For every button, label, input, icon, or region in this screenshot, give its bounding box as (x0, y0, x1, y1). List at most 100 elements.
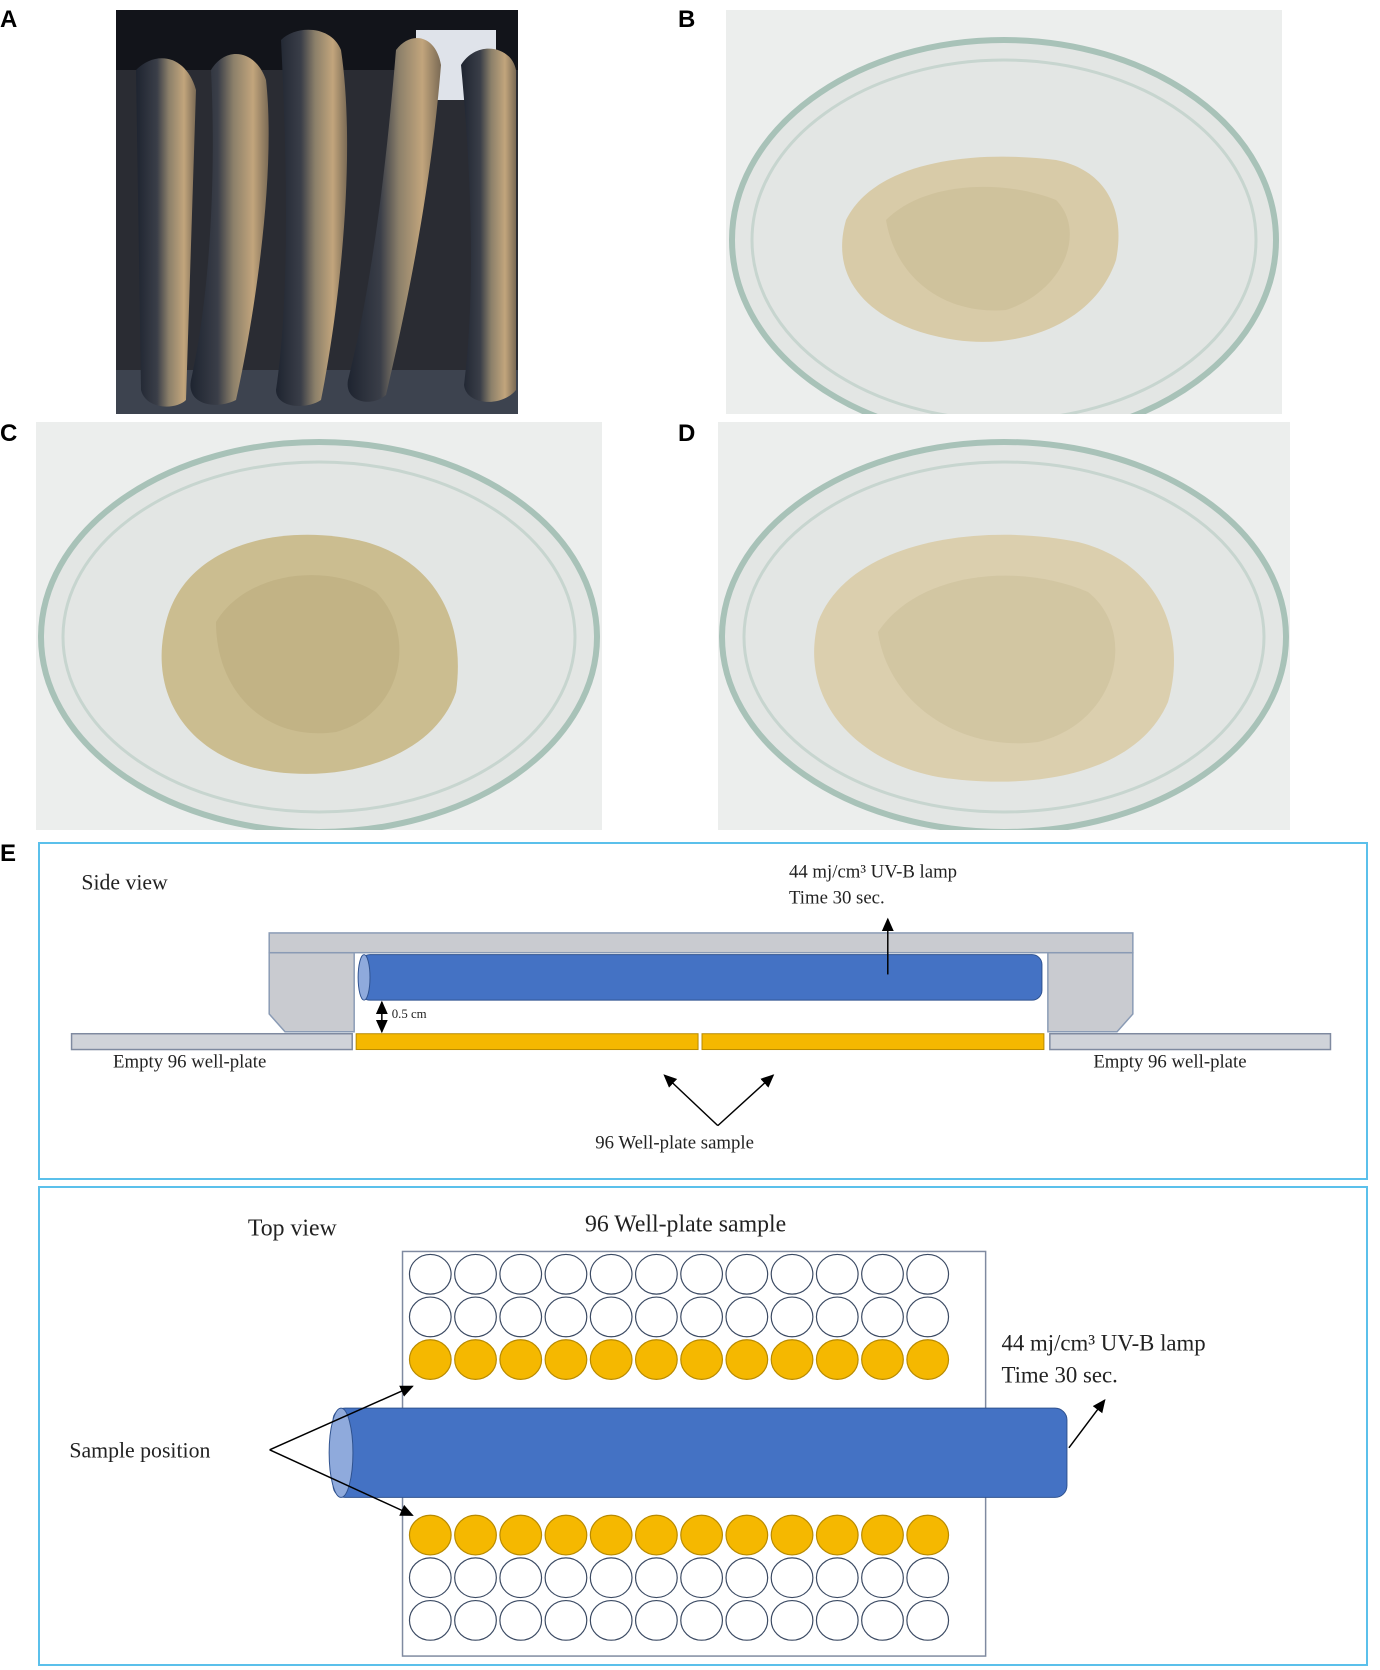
empty-well (589, 1253, 633, 1295)
empty-well (906, 1599, 950, 1641)
sample-well (680, 1514, 724, 1556)
empty-well (725, 1253, 769, 1295)
sample-well (815, 1514, 859, 1556)
uv-lamp-side (359, 954, 1043, 1001)
sample-well (454, 1514, 497, 1556)
empty-well (906, 1296, 950, 1338)
sample-arrow-right (717, 1074, 775, 1127)
empty-well (725, 1296, 769, 1338)
empty-plate-right-label: Empty 96 well-plate (1093, 1051, 1246, 1072)
empty-well (725, 1599, 769, 1641)
sample-well (906, 1514, 950, 1556)
sample-well (861, 1514, 904, 1556)
uv-lamp-top-end (328, 1407, 354, 1498)
sample-well (544, 1514, 588, 1556)
empty-well (861, 1557, 904, 1599)
powder-dish-photo-c (36, 422, 602, 830)
sample-well (454, 1339, 497, 1380)
empty-well (861, 1253, 904, 1295)
empty-plate-left-label: Empty 96 well-plate (113, 1051, 266, 1072)
sample-well (680, 1339, 724, 1380)
sample-well (499, 1514, 543, 1556)
empty-well (454, 1253, 497, 1295)
sample-well (408, 1339, 452, 1380)
empty-well (589, 1599, 633, 1641)
empty-well (680, 1557, 724, 1599)
empty-well (906, 1557, 950, 1599)
sample-well (906, 1339, 950, 1380)
well-grid (408, 1253, 950, 1641)
top-lamp-label-line2: Time 30 sec. (1001, 1362, 1117, 1387)
empty-well (634, 1557, 678, 1599)
sample-well (725, 1514, 769, 1556)
empty-well (680, 1296, 724, 1338)
side-view-title: Side view (81, 870, 168, 894)
sample-well (499, 1339, 543, 1380)
sample-well (634, 1514, 678, 1556)
side-lamp-label-line2: Time 30 sec. (789, 887, 885, 908)
panel-label-e: E (0, 840, 17, 867)
side-view-diagram: Side view 44 mj/cm³ UV-B lamp Time 30 se… (38, 842, 1368, 1180)
empty-well (861, 1599, 904, 1641)
lamp-housing-right-leg (1047, 951, 1134, 1033)
empty-well (589, 1296, 633, 1338)
sample-well (815, 1339, 859, 1380)
sample-well (861, 1339, 904, 1380)
sample-position-arrow-upper (269, 1385, 414, 1451)
empty-well (725, 1557, 769, 1599)
empty-well (634, 1253, 678, 1295)
side-lamp-label-line1: 44 mj/cm³ UV-B lamp (789, 862, 957, 883)
empty-well (408, 1557, 452, 1599)
top-lamp-label-line1: 44 mj/cm³ UV-B lamp (1001, 1331, 1205, 1356)
empty-well (408, 1253, 452, 1295)
empty-well (906, 1253, 950, 1295)
empty-well (408, 1599, 452, 1641)
empty-well (408, 1296, 452, 1338)
empty-well (544, 1253, 588, 1295)
panel-label-a: A (0, 6, 18, 33)
empty-well (454, 1557, 497, 1599)
top-view-title: Top view (248, 1216, 338, 1242)
empty-well (861, 1296, 904, 1338)
powder-dish-photo-d (718, 422, 1290, 830)
lamp-housing-top (268, 932, 1134, 954)
panel-label-b: B (678, 6, 696, 33)
sample-well (634, 1339, 678, 1380)
empty-well (454, 1599, 497, 1641)
empty-well (544, 1557, 588, 1599)
empty-well (499, 1296, 543, 1338)
empty-well (589, 1557, 633, 1599)
lamp-housing-left-leg (268, 951, 355, 1033)
empty-plate-left (70, 1032, 353, 1051)
empty-well (770, 1557, 814, 1599)
sample-position-label: Sample position (69, 1439, 210, 1463)
empty-well (634, 1599, 678, 1641)
sample-plate-left (355, 1033, 699, 1051)
empty-well (499, 1253, 543, 1295)
empty-well (770, 1253, 814, 1295)
sample-arrow-left (663, 1074, 719, 1127)
sample-well (770, 1339, 814, 1380)
top-lamp-label-arrow (1068, 1399, 1106, 1449)
sample-well (408, 1514, 452, 1556)
uv-lamp-top (332, 1407, 1068, 1498)
empty-well (815, 1296, 859, 1338)
empty-well (454, 1296, 497, 1338)
sea-cucumber-photo (116, 10, 518, 414)
empty-well (770, 1599, 814, 1641)
empty-well (544, 1296, 588, 1338)
empty-well (680, 1253, 724, 1295)
powder-dish-photo-b (726, 10, 1282, 414)
empty-well (680, 1599, 724, 1641)
sample-well (725, 1339, 769, 1380)
empty-well (634, 1296, 678, 1338)
empty-well (815, 1253, 859, 1295)
uv-lamp-side-end (357, 954, 371, 1001)
sample-well (589, 1339, 633, 1380)
empty-well (499, 1599, 543, 1641)
empty-well (815, 1557, 859, 1599)
sample-well (770, 1514, 814, 1556)
empty-well (770, 1296, 814, 1338)
top-plate-title: 96 Well-plate sample (585, 1212, 786, 1238)
panel-label-c: C (0, 420, 18, 447)
